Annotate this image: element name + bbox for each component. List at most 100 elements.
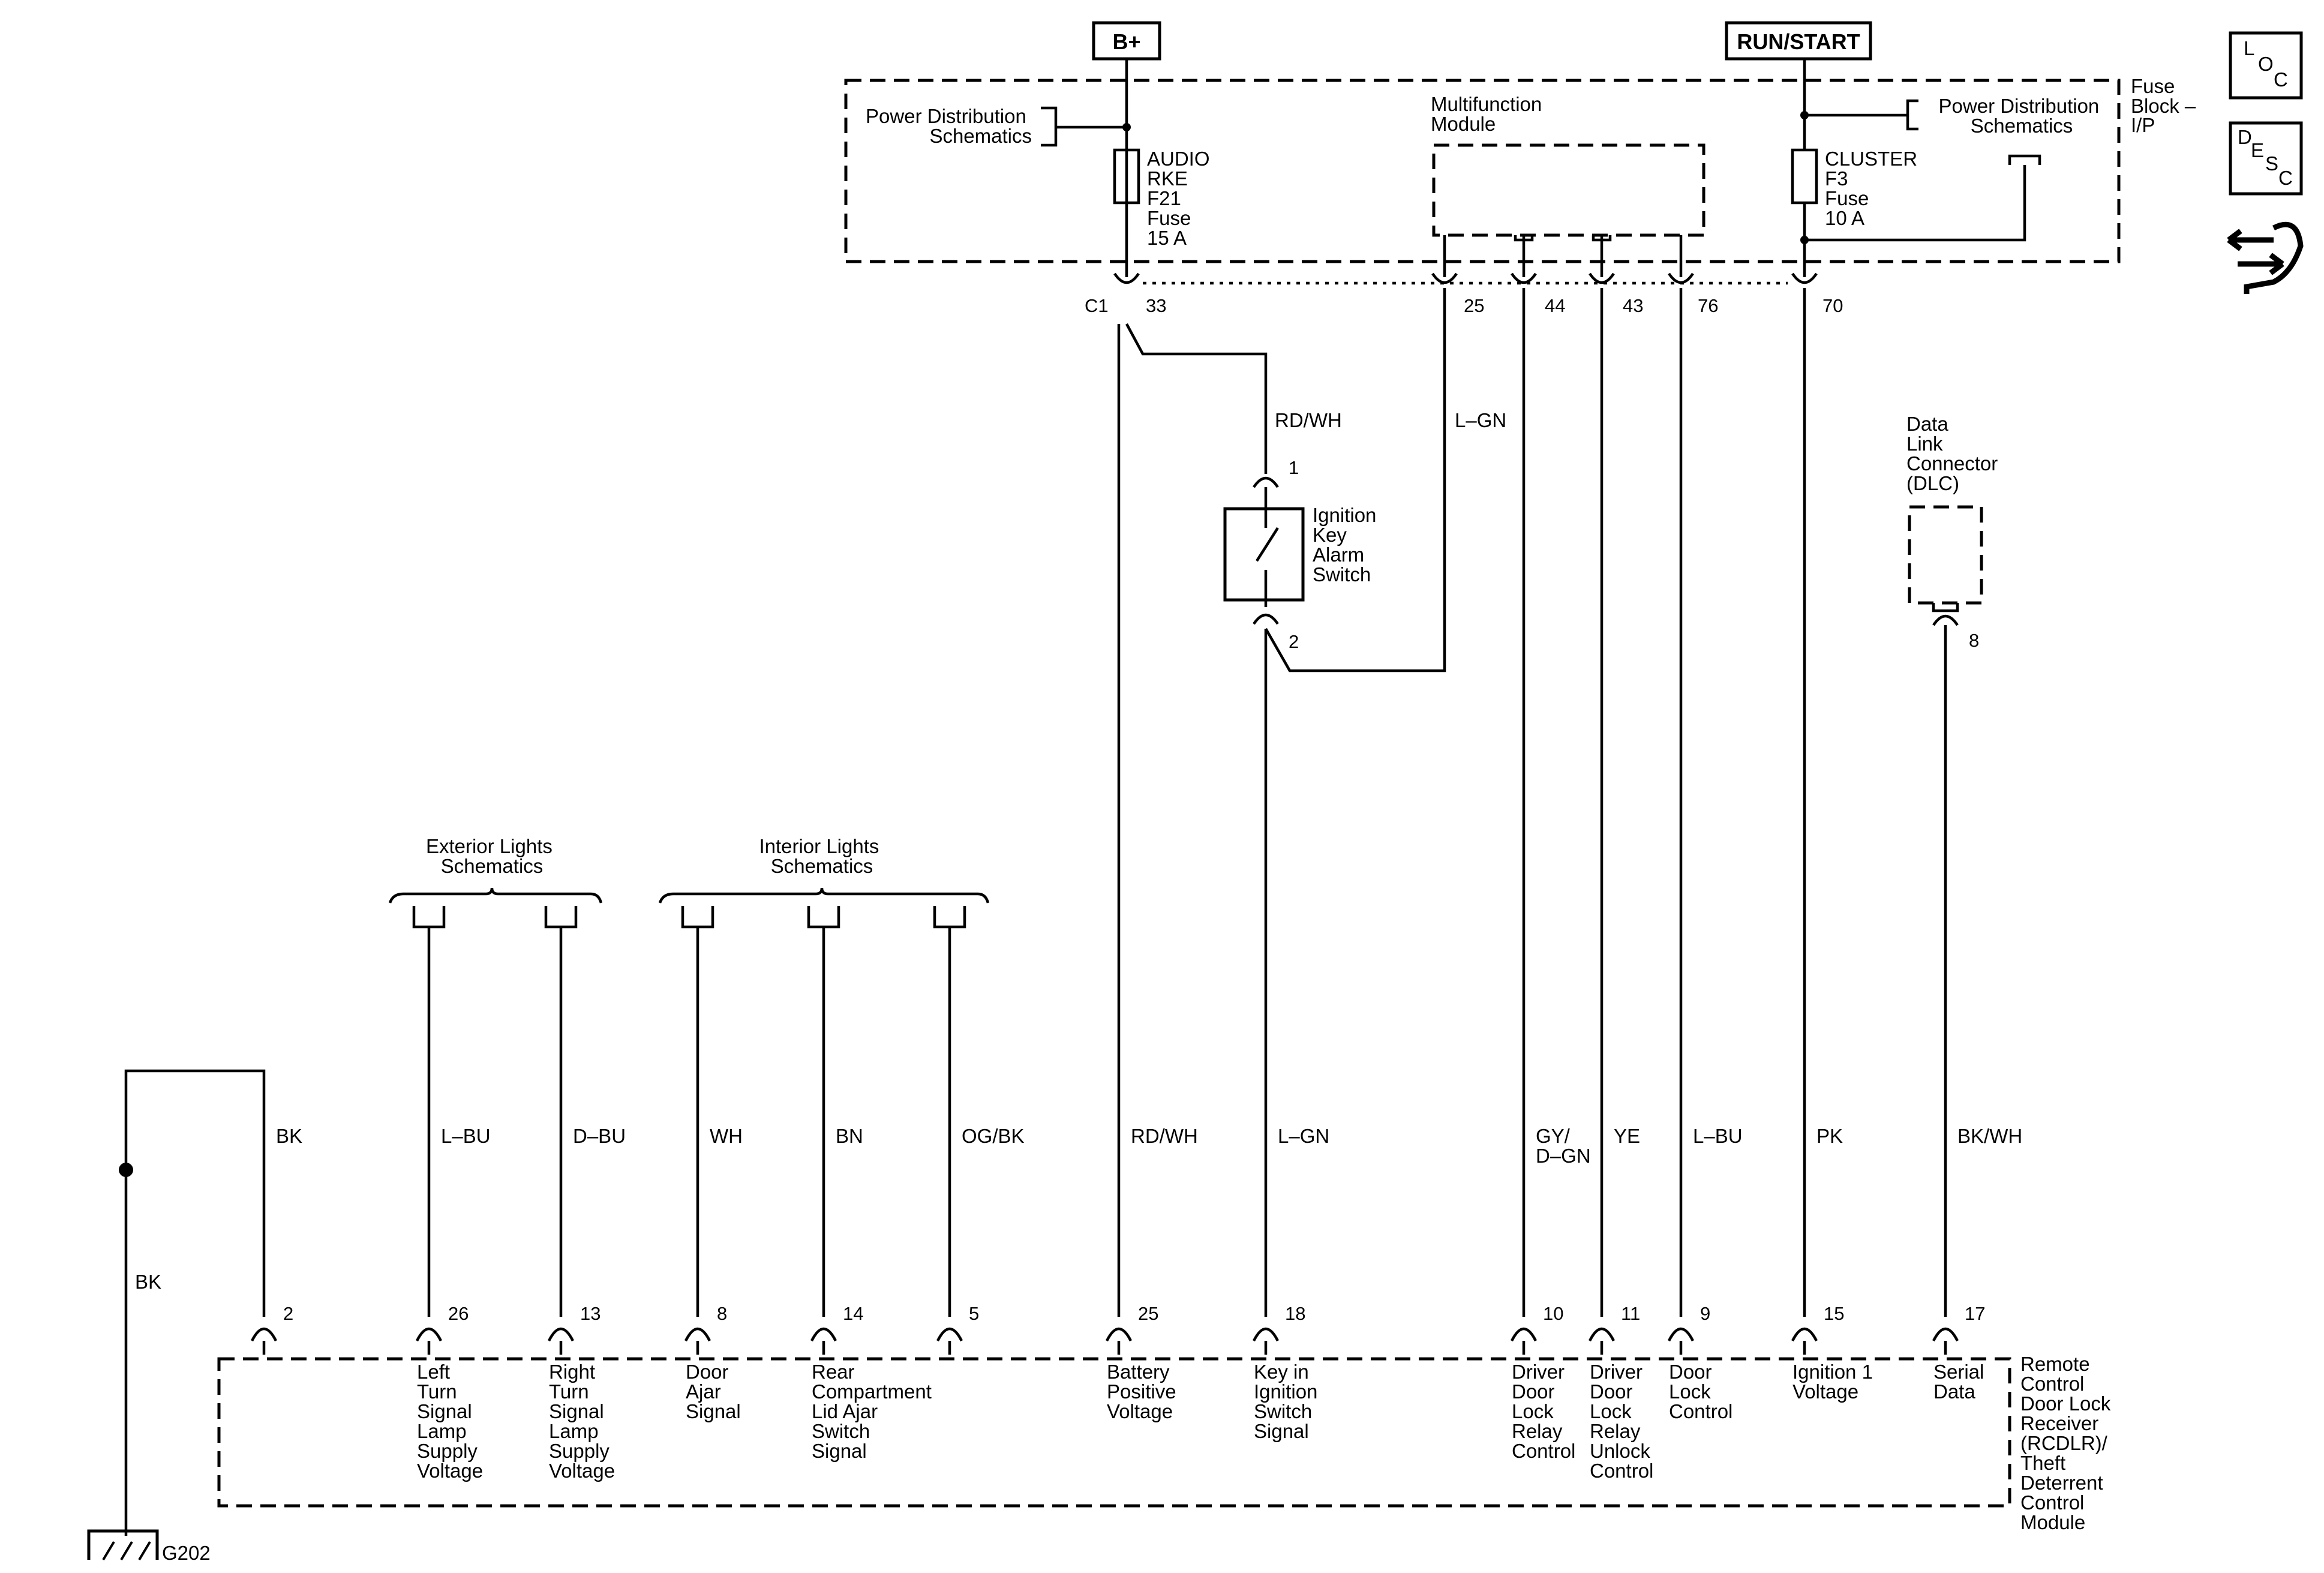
multifunction-module-label: Multifunction Module — [1431, 93, 1547, 135]
ignition-key-alarm-switch: RD/WH 1 2 Ignition Key Alarm Switch L–GN — [1125, 288, 1506, 1317]
svg-text:E: E — [2251, 139, 2264, 161]
wire-color-label: BK — [276, 1125, 302, 1147]
bplus-source: B+ — [1092, 21, 1161, 84]
bplus-label: B+ — [1112, 29, 1140, 54]
module-name: Remote Control Door Lock Receiver (RCDLR… — [2020, 1353, 2116, 1533]
exterior-lights-ref: Exterior Lights Schematics — [388, 835, 603, 929]
multifunction-module-box — [1432, 143, 1706, 237]
wire-color-label: RD/WH — [1131, 1125, 1198, 1147]
module-pin-number: 25 — [1138, 1303, 1158, 1324]
wire-color-label: GY/D–GN — [1536, 1125, 1591, 1167]
data-link-connector: Data Link Connector (DLC) 8 — [1906, 413, 2003, 1317]
wire-color-label: YE — [1614, 1125, 1640, 1147]
wire-color-label: OG/BK — [962, 1125, 1025, 1147]
module-pin-number: 17 — [1965, 1303, 1985, 1324]
module-pin-number: 8 — [717, 1303, 727, 1324]
module-pin-number: 26 — [448, 1303, 469, 1324]
right-power-distribution-ref: Power Distribution Schematics — [1939, 95, 2105, 137]
ground-id: G202 — [162, 1542, 211, 1564]
svg-text:C: C — [2278, 167, 2293, 189]
svg-text:C: C — [2274, 68, 2288, 91]
fuse-block: Fuse Block – I/P Power Distribution Sche… — [844, 75, 2201, 316]
cluster-fuse-label: CLUSTER F3 Fuse 10 A — [1825, 148, 1923, 229]
module-pin-number: 14 — [843, 1303, 863, 1324]
svg-text:D: D — [2238, 126, 2252, 148]
fb-pin-43: 43 — [1623, 295, 1643, 316]
module-pin-number: 5 — [969, 1303, 979, 1324]
c1-connector — [1113, 272, 1818, 284]
interior-lights-ref: Interior Lights Schematics — [658, 835, 990, 929]
wire-color-label: BN — [836, 1125, 863, 1147]
audio-fuse-label: AUDIO RKE F21 Fuse 15 A — [1147, 148, 1215, 249]
connector-arrows-icon[interactable] — [2227, 221, 2304, 294]
svg-text:O: O — [2258, 53, 2274, 75]
desc-icon[interactable]: D E S C — [2229, 121, 2303, 196]
wire-color-label: L–BU — [1693, 1125, 1743, 1147]
wire-color-label: WH — [710, 1125, 743, 1147]
ground-symbol-icon — [102, 1541, 151, 1561]
module-pin-2: 2 BK — [250, 1125, 302, 1355]
loc-icon[interactable]: L O C — [2229, 31, 2303, 100]
wire-color-label: L–GN — [1278, 1125, 1329, 1147]
c1-label: C1 — [1085, 295, 1109, 316]
left-power-distribution-ref: Power Distribution Schematics — [866, 105, 1032, 147]
wire-color-label: BK/WH — [1957, 1125, 2022, 1147]
mfm-wire-label: L–GN — [1455, 409, 1506, 431]
fuse-block-title: Fuse Block – I/P — [2131, 75, 2201, 136]
svg-text:Exterior Lights Schemati: Exterior Lights Schematics — [426, 835, 558, 877]
switch-pin-1: 1 — [1289, 457, 1299, 478]
rcdlr-module: Remote Control Door Lock Receiver (RCDLR… — [217, 1125, 2116, 1533]
fb-pin-33: 33 — [1146, 295, 1166, 316]
run-start-source: RUN/START — [1725, 21, 1872, 84]
svg-text:Interior Lights Schemati: Interior Lights Schematics — [759, 835, 884, 877]
module-pin-number: 9 — [1700, 1303, 1710, 1324]
dlc-name: Data Link Connector (DLC) — [1906, 413, 2003, 494]
svg-text:S: S — [2265, 152, 2278, 175]
module-pin-5: 5 OG/BK — [936, 1125, 1025, 1355]
run-start-label: RUN/START — [1737, 29, 1860, 54]
module-pin-number: 10 — [1543, 1303, 1563, 1324]
fb-pin-25: 25 — [1464, 295, 1484, 316]
dlc-pin-8: 8 — [1969, 630, 1979, 651]
switch-wire-top-label: RD/WH — [1275, 409, 1342, 431]
wire-color-label: L–BU — [441, 1125, 491, 1147]
module-pin-number: 11 — [1621, 1303, 1640, 1324]
module-pin-number: 13 — [580, 1303, 600, 1324]
svg-text:L: L — [2244, 37, 2254, 59]
switch-pin-2: 2 — [1289, 631, 1299, 652]
switch-name: Ignition Key Alarm Switch — [1313, 504, 1382, 586]
module-pin-number: 18 — [1285, 1303, 1305, 1324]
wire-color-label: PK — [1816, 1125, 1843, 1147]
wire-color-label: D–BU — [573, 1125, 626, 1147]
module-pin-number: 15 — [1824, 1303, 1844, 1324]
fb-pin-44: 44 — [1545, 295, 1565, 316]
fb-pin-70: 70 — [1822, 295, 1843, 316]
ground-g202: BK G202 — [87, 1069, 266, 1564]
fb-pin-76: 76 — [1698, 295, 1718, 316]
module-pin-number: 2 — [283, 1303, 293, 1324]
cluster-fuse-icon — [1791, 148, 1818, 205]
